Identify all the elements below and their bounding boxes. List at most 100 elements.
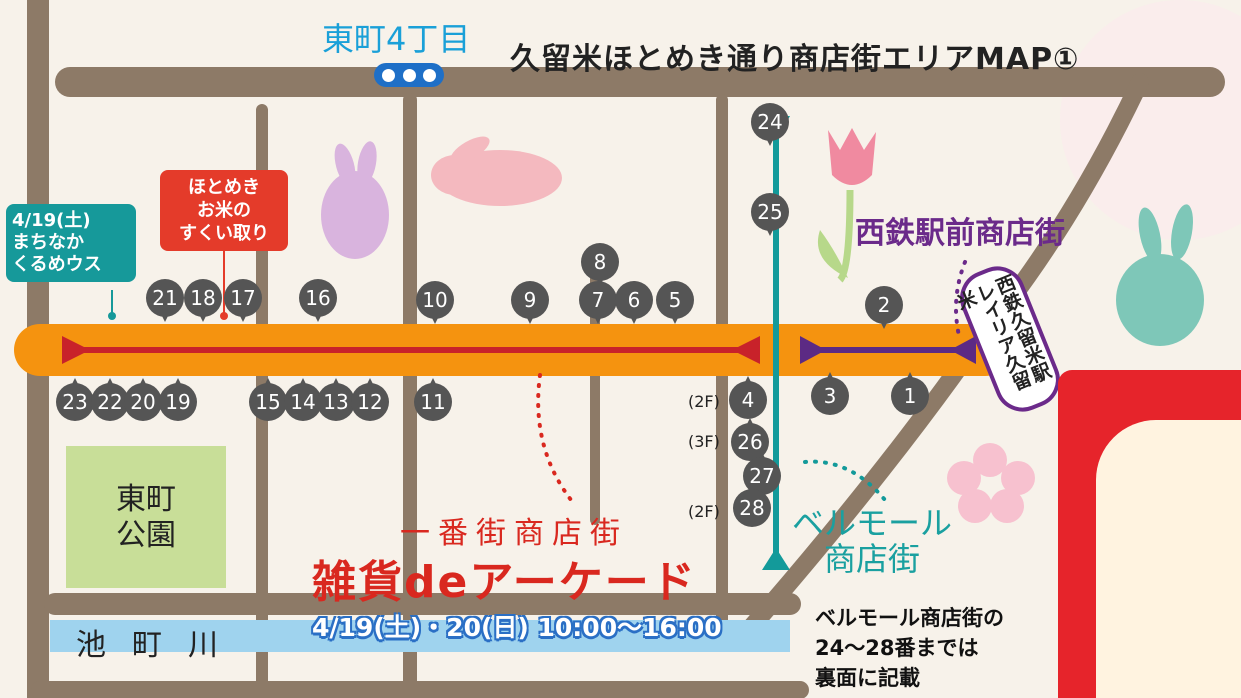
- shop-marker-7: 7: [579, 281, 617, 324]
- ichiban-line: [62, 336, 760, 364]
- shop-marker-label: 4: [742, 388, 755, 412]
- shop-marker-18: 18: [184, 279, 222, 322]
- shop-marker-8: 8: [581, 243, 619, 286]
- shop-marker-22: 22: [91, 378, 129, 421]
- machinaka-event-box: 4/19(土) まちなか くるめウス: [6, 204, 136, 282]
- shop-marker-label: 11: [420, 390, 445, 414]
- shop-marker-14: 14: [284, 378, 322, 421]
- shop-marker-label: 19: [165, 390, 190, 414]
- bg-blush: [1060, 0, 1241, 240]
- teal-line-3: くるめウス: [12, 254, 102, 275]
- shop-marker-label: 16: [305, 286, 330, 310]
- teal-line-1: 4/19(土): [12, 210, 91, 231]
- shop-marker-label: 21: [152, 286, 177, 310]
- shop-marker-21: 21: [146, 279, 184, 322]
- shop-marker-label: 25: [757, 200, 782, 224]
- shop-marker-label: 2: [878, 293, 891, 317]
- tulip-icon: [817, 128, 876, 283]
- shop-marker-label: 14: [290, 390, 315, 414]
- seitetsu-line: [800, 336, 976, 364]
- rabbit-icon-3: [1116, 204, 1204, 346]
- back-side-note: ベルモール商店街の 24〜28番までは 裏面に記載: [815, 603, 1004, 693]
- map-title: 久留米ほとめき通り商店街エリアMAP①: [510, 42, 1080, 77]
- shop-marker-label: 9: [524, 288, 537, 312]
- shop-marker-1: 1: [891, 372, 929, 415]
- shop-marker-label: 3: [824, 384, 837, 408]
- river: [50, 620, 790, 652]
- shop-marker-28: 28: [733, 484, 771, 527]
- bell-callout: [803, 459, 887, 502]
- shop-marker-label: 24: [757, 110, 782, 134]
- roads: [27, 0, 1225, 698]
- seitetsu-street-label: 西鉄駅前商店街: [855, 216, 1065, 251]
- red-callout-dot: [220, 312, 228, 320]
- park-area: [66, 446, 226, 588]
- shop-marker-label: 7: [592, 288, 605, 312]
- shop-marker-label: 10: [422, 288, 447, 312]
- shop-marker-label: 20: [130, 390, 155, 414]
- shop-marker-label: 17: [230, 286, 255, 310]
- shop-marker-label: 6: [628, 288, 641, 312]
- shop-marker-12: 12: [351, 378, 389, 421]
- shop-marker-label: 8: [594, 250, 607, 274]
- nimoca-poster: [1058, 370, 1241, 698]
- shop-marker-15: 15: [249, 378, 287, 421]
- red-line-3: すくい取り: [179, 223, 269, 244]
- shop-marker-label: 28: [739, 496, 764, 520]
- shop-marker-25: 25: [751, 193, 789, 236]
- traffic-signal-icon: [374, 63, 444, 87]
- shop-marker-label: 15: [255, 390, 280, 414]
- shop-marker-5: 5: [656, 281, 694, 324]
- shop-marker-19: 19: [159, 378, 197, 421]
- teal-line-2: まちなか: [12, 232, 84, 253]
- seitetsu-callout: [954, 260, 967, 342]
- shop-marker-label: 26: [737, 430, 762, 454]
- shop-marker-24: 24: [751, 103, 789, 146]
- shop-marker-3: 3: [811, 372, 849, 415]
- floor-label-3f: (3F): [688, 432, 720, 451]
- shop-marker-label: 22: [97, 390, 122, 414]
- shop-marker-23: 23: [56, 378, 94, 421]
- park-line-1: 東町: [116, 482, 176, 517]
- red-line-1: ほとめき: [188, 177, 260, 198]
- event-name: 雑貨deアーケード: [312, 557, 697, 608]
- river-label: 池町川: [76, 628, 244, 663]
- shop-marker-13: 13: [317, 378, 355, 421]
- shop-marker-label: 5: [669, 288, 682, 312]
- note-line-2: 24〜28番までは: [815, 636, 979, 660]
- red-line-2: お米の: [197, 200, 251, 221]
- shop-marker-6: 6: [615, 281, 653, 324]
- shop-marker-4: 4: [729, 376, 767, 419]
- shop-marker-16: 16: [299, 279, 337, 322]
- shop-marker-11: 11: [414, 378, 452, 421]
- shop-marker-20: 20: [124, 378, 162, 421]
- note-line-1: ベルモール商店街の: [815, 606, 1004, 630]
- event-date: 4/19(土)・20(日) 10:00〜16:00: [312, 613, 722, 642]
- poster-graphic: [1096, 420, 1241, 698]
- floor-label-2f-b: (2F): [688, 502, 720, 521]
- top-street-label: 東町4丁目: [322, 20, 471, 58]
- shop-marker-label: 23: [62, 390, 87, 414]
- bell-line-2: 商店街: [824, 540, 921, 578]
- bell-mall-label: ベルモール 商店街: [792, 505, 952, 577]
- floor-label-2f: (2F): [688, 392, 720, 411]
- shop-marker-label: 13: [323, 390, 348, 414]
- rabbit-icon-2: [431, 136, 562, 206]
- sakura-icon: [947, 443, 1035, 523]
- shop-marker-26: 26: [731, 418, 769, 461]
- shop-marker-9: 9: [511, 281, 549, 324]
- shop-marker-label: 18: [190, 286, 215, 310]
- bell-line-1: ベルモール: [792, 504, 953, 542]
- park-line-2: 公園: [116, 518, 176, 553]
- teal-callout-dot: [108, 312, 116, 320]
- shop-marker-17: 17: [224, 279, 262, 322]
- ichiban-street-label: 一番街商店街: [400, 516, 628, 551]
- shop-marker-2: 2: [865, 286, 903, 329]
- shop-marker-label: 27: [749, 464, 774, 488]
- note-line-3: 裏面に記載: [815, 666, 920, 690]
- shop-marker-label: 12: [357, 390, 382, 414]
- shop-marker-10: 10: [416, 281, 454, 324]
- rice-event-box: ほとめき お米の すくい取り: [160, 170, 288, 251]
